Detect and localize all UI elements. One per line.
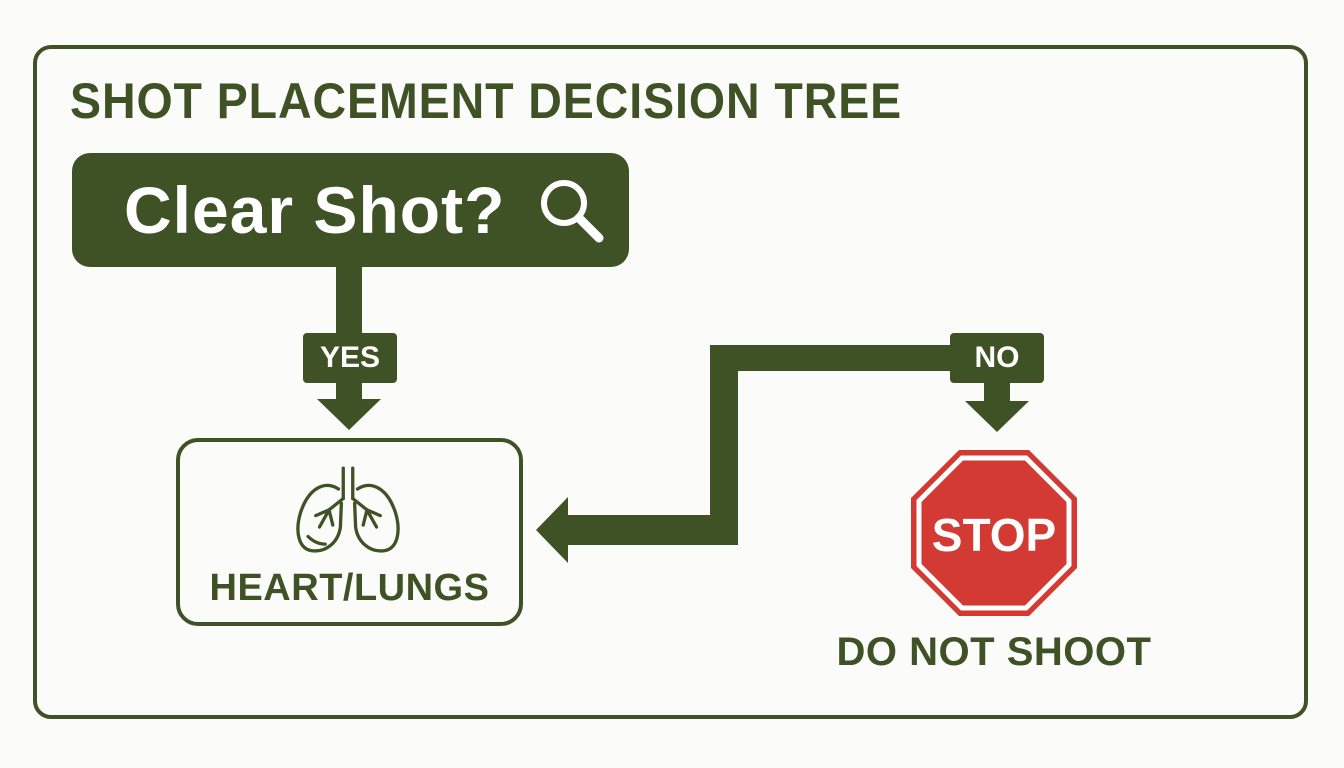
do-not-shoot-label: DO NOT SHOOT	[836, 630, 1152, 674]
yes-arrow-head	[317, 399, 381, 430]
magnifying-glass-icon	[541, 180, 604, 243]
stop-sign-text: STOP	[932, 509, 1056, 561]
yes-arrow-shaft	[336, 380, 362, 402]
no-label: NO	[950, 333, 1044, 383]
no-connector-vertical	[710, 345, 738, 545]
left-arrow-head	[536, 497, 568, 563]
heart-lungs-node: HEART/LUNGS	[176, 438, 523, 626]
decision-text: Clear Shot?	[124, 173, 506, 247]
yes-connector-line	[336, 265, 362, 335]
decision-node: Clear Shot?	[72, 153, 629, 267]
stop-sign-icon: STOP	[911, 450, 1077, 616]
no-connector-bottom	[566, 515, 738, 545]
diagram-title: SHOT PLACEMENT DECISION TREE	[70, 73, 903, 129]
lungs-icon	[296, 466, 400, 553]
no-arrow-shaft	[984, 380, 1010, 404]
diagram-frame	[33, 45, 1308, 719]
no-arrow-head	[965, 401, 1029, 432]
heart-lungs-label: HEART/LUNGS	[209, 567, 490, 609]
yes-label: YES	[303, 333, 397, 383]
no-connector-top	[710, 345, 952, 371]
